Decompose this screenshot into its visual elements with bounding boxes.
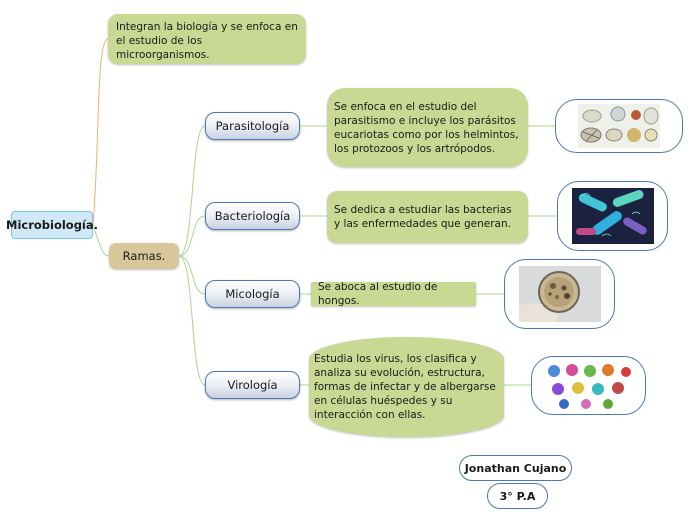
branch-micologia[interactable]: Micología	[205, 280, 300, 308]
branch-label: Virología	[227, 378, 278, 392]
author-group: 3° P.A	[499, 489, 536, 503]
bacteria-image	[571, 188, 654, 244]
root-label: Microbiología.	[6, 218, 98, 232]
branch-label: Bacteriología	[214, 209, 291, 223]
ramas-node[interactable]: Ramas.	[109, 243, 179, 269]
author-name-box[interactable]: Jonathan Cujano	[459, 455, 572, 481]
viruses-image	[547, 363, 631, 409]
description-text: Se dedica a estudiar las bacterias y las…	[334, 204, 512, 230]
description-parasitologia[interactable]: Se enfoca en el estudio del parasitismo …	[327, 88, 528, 167]
description-text: Se enfoca en el estudio del parasitismo …	[334, 100, 519, 155]
description-bacteriologia[interactable]: Se dedica a estudiar las bacterias y las…	[327, 191, 528, 243]
root-node[interactable]: Microbiología.	[6, 211, 98, 239]
author-group-box[interactable]: 3° P.A	[487, 483, 548, 509]
branch-virologia[interactable]: Virología	[205, 371, 300, 399]
branch-parasitologia[interactable]: Parasitología	[205, 112, 300, 140]
branch-label: Parasitología	[215, 119, 290, 133]
branch-bacteriologia[interactable]: Bacteriología	[205, 202, 300, 230]
description-text: Se aboca al estudio de hongos.	[318, 281, 438, 307]
definition-text: Integran la biología y se enfoca en el e…	[116, 21, 298, 61]
image-parasitologia[interactable]	[555, 99, 683, 153]
description-micologia[interactable]: Se aboca al estudio de hongos.	[311, 281, 476, 307]
description-virologia[interactable]: Estudia los virus, los clasifica y anali…	[309, 337, 504, 437]
description-text: Estudia los virus, los clasifica y anali…	[314, 353, 496, 421]
branch-label: Micología	[225, 287, 280, 301]
image-micologia[interactable]	[504, 259, 615, 329]
image-bacteriologia[interactable]	[557, 181, 668, 251]
parasites-microscopy-image	[578, 104, 660, 148]
author-name: Jonathan Cujano	[464, 461, 567, 475]
image-virologia[interactable]	[531, 356, 646, 415]
ramas-label: Ramas.	[122, 249, 166, 263]
petri-dish-fungi-image	[518, 266, 601, 322]
definition-node[interactable]: Integran la biología y se enfoca en el e…	[108, 14, 306, 64]
